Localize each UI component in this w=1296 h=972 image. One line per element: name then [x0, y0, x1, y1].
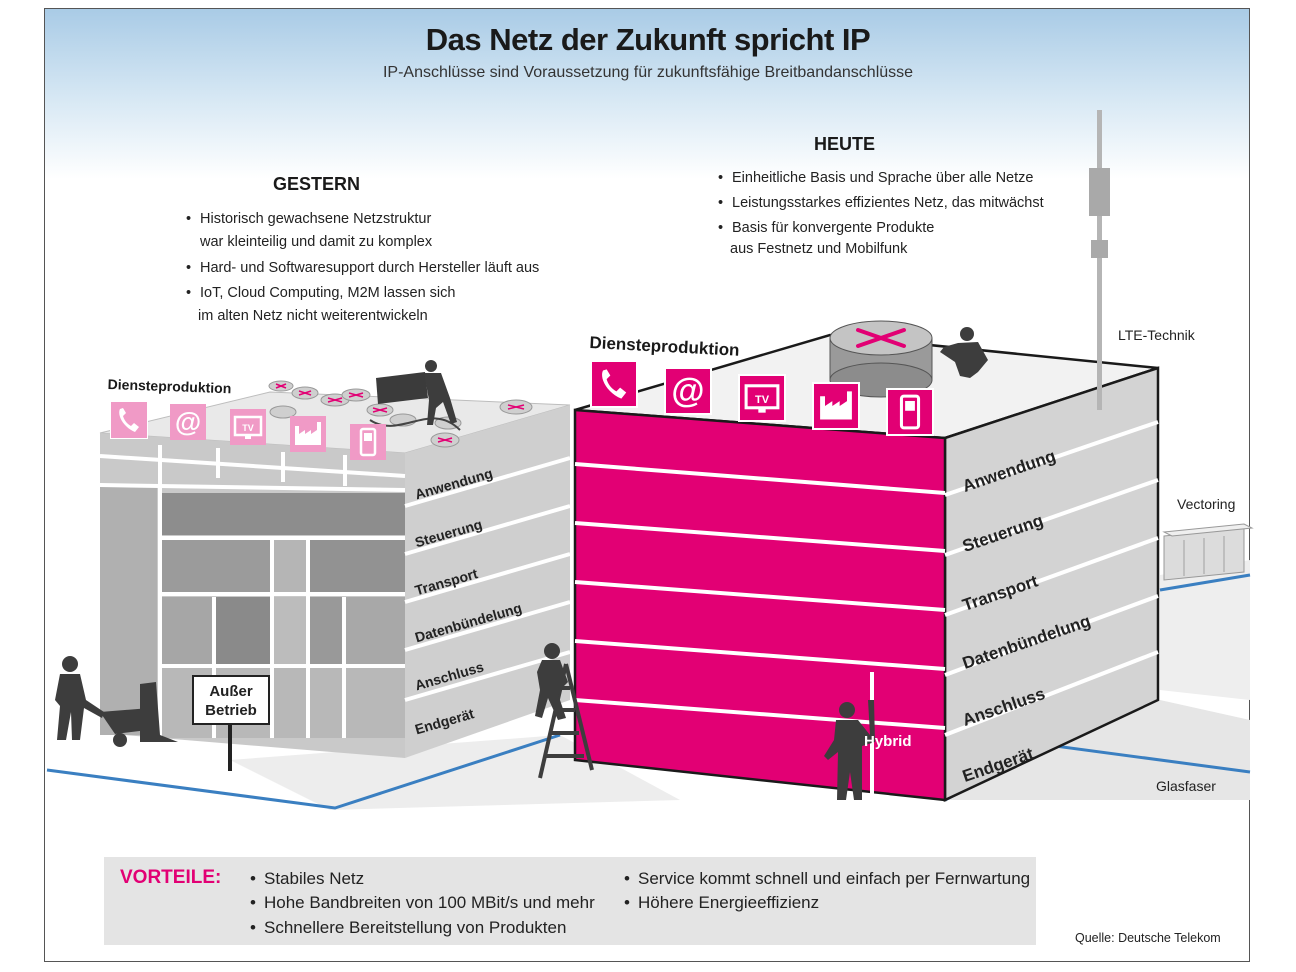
lte-label: LTE-Technik	[1118, 327, 1195, 343]
page-title: Das Netz der Zukunft spricht IP	[425, 22, 871, 57]
vectoring-label: Vectoring	[1177, 496, 1236, 512]
gestern-bullet: •Hard- und Softwaresupport durch Herstel…	[186, 260, 540, 276]
advantage-item: •Höhere Energieeffizienz	[624, 893, 820, 912]
worker-ladder-icon	[535, 643, 594, 779]
gestern-bullet-cont: war kleinteilig und damit zu komplex	[200, 234, 433, 250]
worker-wheelbarrow-icon	[55, 656, 178, 747]
new-network-building	[573, 320, 1160, 802]
ground-shadow-left	[230, 735, 680, 810]
factory-icon	[812, 382, 860, 430]
advantage-item: •Stabiles Netz	[250, 869, 365, 888]
factory-icon	[290, 416, 326, 452]
worker-new-roof-icon	[940, 327, 988, 378]
advantage-item: •Service kommt schnell und einfach per F…	[624, 869, 1031, 888]
at-icon: @	[664, 367, 712, 415]
old-network-building	[99, 391, 571, 758]
svg-text:TV: TV	[755, 394, 770, 406]
worker-old-roof-icon	[424, 360, 457, 425]
advantage-item: •Schnellere Bereitstellung von Produkten	[250, 918, 567, 937]
sign-line: Außer	[209, 683, 253, 700]
old-roof-equipment	[268, 372, 533, 448]
gestern-heading: GESTERN	[273, 174, 361, 194]
page-subtitle: IP-Anschlüsse sind Voraussetzung für zuk…	[382, 64, 914, 81]
heute-bullet: •Einheitliche Basis und Sprache über all…	[718, 170, 1034, 186]
advantage-item: •Hohe Bandbreiten von 100 MBit/s und meh…	[250, 893, 595, 912]
mobile-icon	[886, 388, 934, 436]
vectoring-shadow	[1160, 560, 1250, 700]
heute-bullet: •Basis für konvergente Produkte	[718, 220, 935, 236]
gestern-bullet-cont: im alten Netz nicht weiterentwickeln	[198, 308, 428, 324]
worker-hybrid-icon	[824, 700, 875, 800]
out-of-service-sign: Außer Betrieb	[192, 675, 270, 725]
gestern-bullet: •Historisch gewachsene Netzstruktur	[186, 211, 432, 227]
source-credit: Quelle: Deutsche Telekom	[1075, 931, 1221, 945]
heute-bullet-cont: aus Festnetz und Mobilfunk	[730, 241, 908, 257]
gestern-bullet: •IoT, Cloud Computing, M2M lassen sich	[186, 285, 456, 301]
at-icon: @	[170, 404, 206, 440]
fiber-line-left	[46, 733, 561, 810]
svg-text:TV: TV	[242, 423, 254, 433]
advantages-box	[104, 857, 1036, 945]
sign-line: Betrieb	[205, 702, 257, 719]
tv-icon: TV	[230, 409, 266, 445]
fiber-line-vectoring	[1159, 573, 1251, 592]
ground-shadow-right	[945, 700, 1250, 800]
hybrid-label: Hybrid	[864, 733, 912, 750]
mobile-icon	[350, 424, 386, 460]
heute-heading: HEUTE	[814, 134, 876, 154]
lte-tower-icon	[1089, 110, 1110, 410]
vectoring-cabinet-icon	[1162, 523, 1254, 581]
glasfaser-label: Glasfaser	[1156, 778, 1216, 794]
phone-icon	[590, 360, 638, 408]
phone-icon	[110, 401, 148, 439]
tv-icon: TV	[738, 374, 786, 422]
sign-pole	[228, 723, 232, 771]
advantages-heading: VORTEILE:	[120, 867, 222, 888]
heute-bullet: •Leistungsstarkes effizientes Netz, das …	[718, 195, 1044, 211]
